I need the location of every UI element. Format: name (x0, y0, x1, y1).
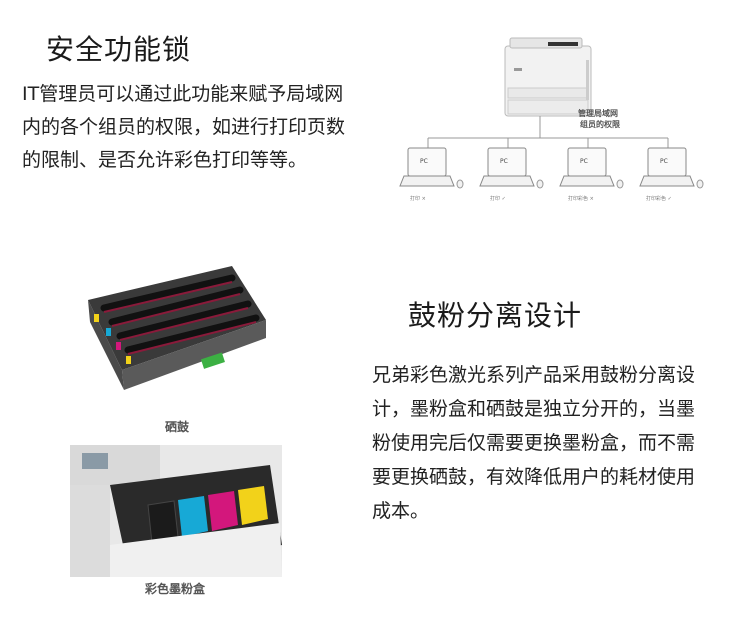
body-line: 计，墨粉盒和硒鼓是独立分开的，当墨 (372, 398, 696, 420)
section-title-drum-toner-separation: 鼓粉分离设计 (408, 299, 583, 332)
pc-caption: 打印 × (410, 195, 426, 202)
laptop-icon: PC 打印彩色 ✓ (639, 147, 704, 202)
body-line: 的限制、是否允许彩色打印等等。 (22, 149, 308, 171)
toner-caption: 彩色墨粉盒 (145, 582, 206, 596)
body-line: 成本。 (372, 500, 430, 522)
laptop-icon: PC 打印 × (399, 147, 464, 202)
pc-caption: 打印 ✓ (490, 195, 506, 202)
body-line: 兄弟彩色激光系列产品采用鼓粉分离设 (372, 364, 696, 386)
body-line: 要更换硒鼓，有效降低用户的耗材使用 (372, 466, 696, 488)
body-line: IT管理员可以通过此功能来赋予局域网 (22, 83, 344, 105)
network-diagram: 管理局域网 组员的权限 PC 打印 × PC 打印 ✓ PC 打印彩色 × PC… (399, 37, 704, 202)
pc-screen-label: PC (660, 158, 668, 165)
laptop-icon: PC 打印彩色 × (559, 147, 624, 202)
pc-screen-label: PC (580, 158, 588, 165)
network-label-line: 管理局域网 (578, 108, 618, 118)
section-body-drum-toner-separation: 兄弟彩色激光系列产品采用鼓粉分离设 计，墨粉盒和硒鼓是独立分开的，当墨 粉使用完… (372, 358, 722, 528)
pc-screen-label: PC (420, 158, 428, 165)
body-line: 内的各个组员的权限，如进行打印页数 (22, 116, 346, 138)
network-label-line: 组员的权限 (580, 119, 620, 129)
network-lines (427, 116, 669, 148)
printer-icon (504, 37, 592, 117)
drum-unit-image (88, 266, 266, 390)
printer-toner-image (70, 445, 282, 577)
pc-caption: 打印彩色 × (568, 195, 594, 202)
pc-screen-label: PC (500, 158, 508, 165)
section-title-security-lock: 安全功能锁 (46, 33, 192, 66)
drum-caption: 硒鼓 (165, 420, 190, 434)
pc-caption: 打印彩色 ✓ (646, 195, 672, 202)
section-body-security-lock: IT管理员可以通过此功能来赋予局域网 内的各个组员的权限，如进行打印页数 的限制… (22, 78, 372, 177)
laptop-icon: PC 打印 ✓ (479, 147, 544, 202)
body-line: 粉使用完后仅需要更换墨粉盒，而不需 (372, 432, 696, 454)
